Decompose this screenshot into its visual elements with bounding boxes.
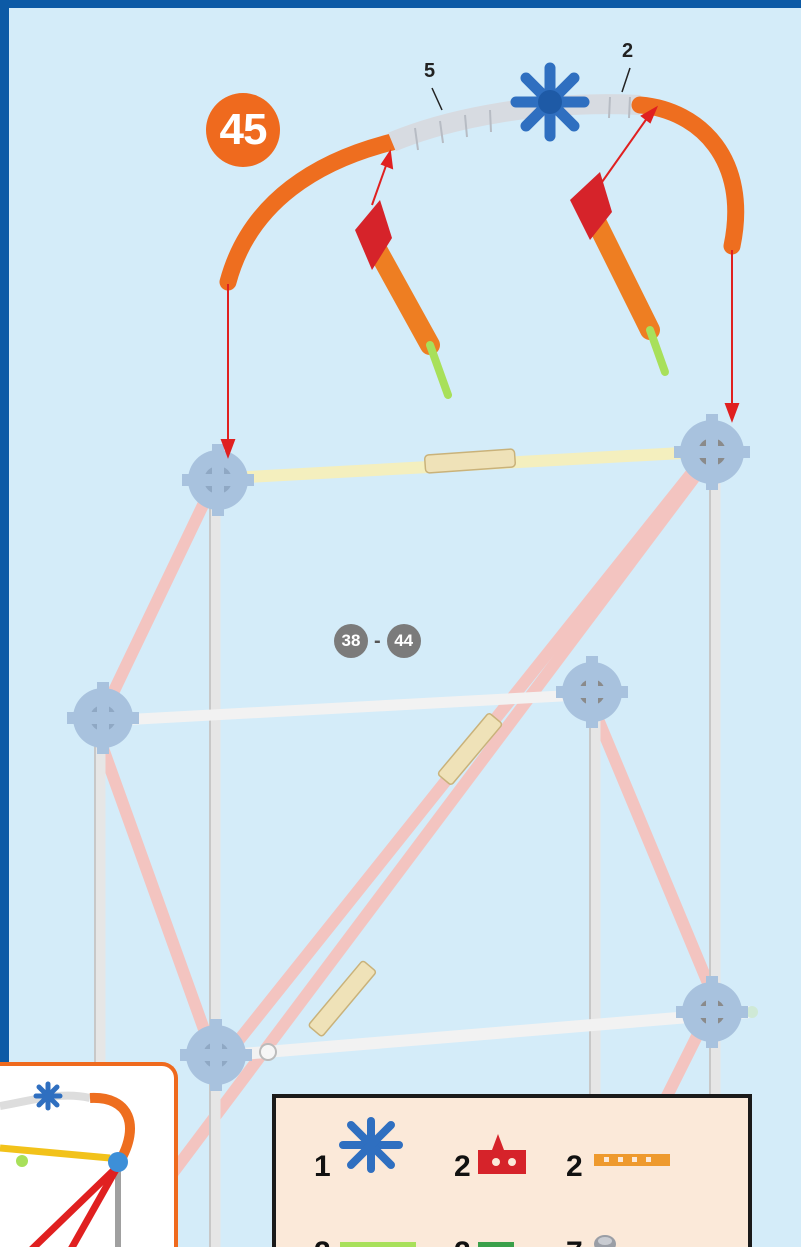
part-qty: 2 [454,1150,471,1184]
step-range-reference: 38 - 44 [334,624,421,658]
guide-arrows [222,108,738,456]
blue-8-way-connector-icon [336,1116,406,1174]
model-preview-image [0,1066,178,1247]
diagonal-rods [100,450,715,1190]
part-qty: 1 [314,1150,331,1184]
left-bracket-assembly [355,200,448,395]
red-connector-icon [474,1128,530,1178]
range-start-badge: 38 [334,624,368,658]
range-separator: - [374,630,381,653]
range-end-badge: 44 [387,624,421,658]
part-qty: 7 [566,1236,583,1247]
model-preview-inset [0,1062,178,1247]
hub-connectors [67,414,750,1091]
part-qty: 2 [314,1236,331,1247]
callout-spacer-count-right: 2 [622,40,633,63]
blue-connector [516,68,584,136]
green-connector-icon [476,1238,516,1247]
step-number-badge: 45 [206,93,280,167]
right-bracket-assembly [570,172,665,372]
green-rod-icon [338,1238,418,1247]
orange-rod-icon [592,1148,672,1172]
part-qty: 2 [566,1150,583,1184]
orange-arch-rod [228,97,736,282]
callout-spacer-count-left: 5 [424,60,435,83]
parts-list: 1 2 2 2 2 7 [272,1094,752,1247]
part-qty: 2 [454,1236,471,1247]
gray-spacer-icon [590,1232,620,1247]
